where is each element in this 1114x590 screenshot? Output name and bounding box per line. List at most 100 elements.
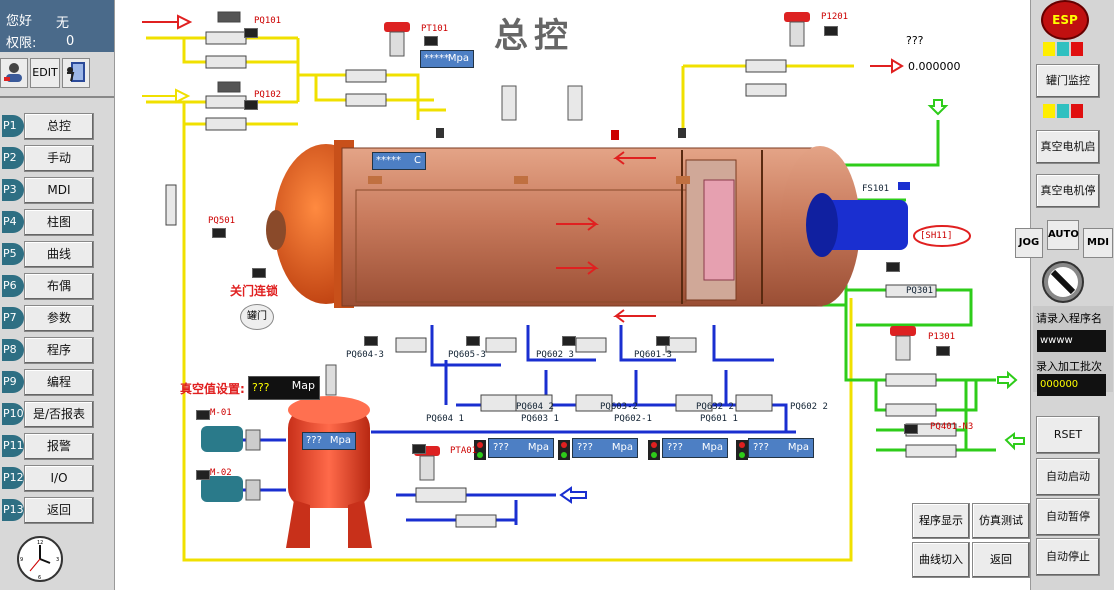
tag-pq401: PQ401-N3 [930, 422, 974, 432]
perm-label: 权限: [6, 36, 37, 51]
indicator [904, 424, 918, 434]
tag-m02: M-02 [210, 468, 232, 478]
yellow-pipes [146, 36, 854, 562]
indicator [196, 470, 210, 480]
status-lamp [1071, 42, 1083, 56]
status-lamp [1071, 104, 1083, 118]
pressure-readout: ???Mpa [748, 438, 814, 458]
batch-input[interactable]: 000000 [1037, 374, 1106, 396]
nav-code: P2 [2, 147, 24, 169]
indicator [562, 336, 576, 346]
indicator [196, 410, 210, 420]
exit-button[interactable] [62, 58, 90, 88]
nav-code: P9 [2, 371, 24, 393]
tag-p1201: P1201 [821, 12, 849, 22]
emergency-stop-button[interactable]: ESP [1041, 0, 1089, 40]
tag-pq601-1: PQ601 1 [700, 414, 738, 424]
tag-pq604-1: PQ604 1 [426, 414, 464, 424]
pt101-readout: ***** Mpa [420, 50, 474, 68]
nav-label: 曲线 [24, 241, 94, 268]
user-name-value: 无 [56, 16, 70, 31]
nav-label: 柱图 [24, 209, 94, 236]
outlet-value: 0.000000 [908, 60, 961, 73]
tag-pq602-2: PQ602 2 [790, 402, 828, 412]
program-name-input[interactable]: wwww [1037, 330, 1106, 352]
program-display-button[interactable]: 程序显示 [912, 503, 970, 539]
tag-pq603-2: PQ603-2 [600, 402, 638, 412]
nav-code: P6 [2, 275, 24, 297]
tag-pt101: PT101 [421, 24, 449, 34]
door-monitor-button[interactable]: 罐门监控 [1036, 64, 1100, 98]
nav-label: 参数 [24, 305, 94, 332]
nav-label: MDI [24, 177, 94, 204]
nav-label: 报警 [24, 433, 94, 460]
pressure-readout: ???Mpa [662, 438, 728, 458]
nav-code: P13 [2, 499, 24, 521]
indicator [244, 28, 258, 38]
blue-pipes [236, 325, 796, 525]
exit-door-icon [67, 62, 85, 82]
tag-pq301: PQ301 [906, 286, 934, 296]
tag-pta01: PTA01 [450, 446, 478, 456]
auto-stop-button[interactable]: 自动停止 [1036, 538, 1100, 576]
svg-text:12: 12 [37, 540, 43, 546]
vacuum-setpoint-input[interactable]: ??? Map [248, 376, 320, 400]
indicator [936, 346, 950, 356]
nav-code: P3 [2, 179, 24, 201]
sh11-marker [913, 225, 971, 247]
program-name-label: 请录入程序名 [1036, 312, 1102, 325]
user-info: 您好 无 权限: 0 [0, 0, 114, 52]
indicator [424, 36, 438, 46]
nav-label: 布偶 [24, 273, 94, 300]
tag-pq604-2: PQ604 2 [516, 402, 554, 412]
vacuum-motor-stop-button[interactable]: 真空电机停 [1036, 174, 1100, 208]
mode-selector-knob[interactable] [1041, 260, 1085, 308]
nav-code: P4 [2, 211, 24, 233]
nav-code: P5 [2, 243, 24, 265]
tag-sh11: [SH11] [920, 231, 953, 241]
back-button[interactable]: 返回 [972, 542, 1030, 578]
process-diagram: 总控 PQ101 PQ102 PT101 ***** Mpa P1201 ???… [116, 0, 1030, 590]
green-arrows [927, 99, 1025, 451]
jog-mode-button[interactable]: JOG [1015, 228, 1043, 258]
auto-mode-button[interactable]: AUTO [1047, 220, 1079, 250]
user-name-label: 您好 [6, 14, 33, 29]
user-icon [4, 63, 22, 82]
tag-p1301: P1301 [928, 332, 956, 342]
indicator [364, 336, 378, 346]
pressure-readout: ???Mpa [488, 438, 554, 458]
tag-fs101: FS101 [862, 184, 890, 194]
door-button[interactable]: 罐门 [240, 304, 274, 330]
login-button[interactable] [0, 58, 28, 88]
curve-switch-button[interactable]: 曲线切入 [912, 542, 970, 578]
tag-pq101: PQ101 [254, 16, 282, 26]
auto-start-button[interactable]: 自动启动 [1036, 458, 1100, 496]
tag-pq602-1: PQ602-1 [614, 414, 652, 424]
simulation-test-button[interactable]: 仿真测试 [972, 503, 1030, 539]
temperature-readout: ***** C [372, 152, 426, 170]
auto-pause-button[interactable]: 自动暂停 [1036, 498, 1100, 536]
edit-button[interactable]: EDIT [30, 58, 60, 88]
mdi-mode-button[interactable]: MDI [1083, 228, 1113, 258]
reset-button[interactable]: RSET [1036, 416, 1100, 454]
perm-value: 0 [66, 34, 75, 49]
divider [0, 96, 114, 98]
nav-code: P10 [2, 403, 24, 425]
indicator [252, 268, 266, 278]
nav-label: 程序 [24, 337, 94, 364]
vacuum-motor-start-button[interactable]: 真空电机启 [1036, 130, 1100, 164]
